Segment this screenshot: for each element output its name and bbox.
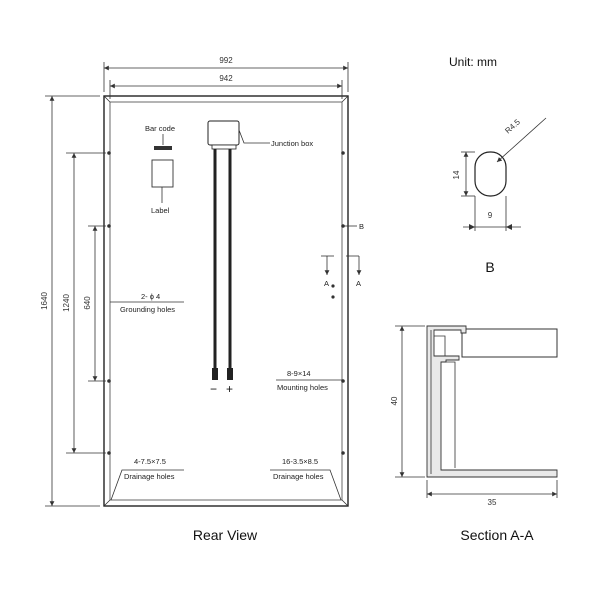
rear-view: 992 942 1640 1240 640 Bar code [40, 56, 364, 543]
section-cut-markers [321, 255, 362, 275]
cable-minus: − [210, 382, 217, 396]
dim-height-total-line [45, 95, 100, 507]
mounting-spec: 8-9×14 [287, 369, 311, 378]
glass-laminate [461, 328, 558, 358]
drainage-right-label: Drainage holes [273, 472, 324, 481]
section-aa-caption: Section A-A [460, 527, 534, 543]
dim-outer-width: 992 [219, 56, 233, 65]
unit-note: Unit: mm [449, 55, 497, 69]
dim-inner-width: 942 [219, 74, 233, 83]
label-label: Label [151, 206, 170, 215]
drainage-left-spec: 4-7.5×7.5 [134, 457, 166, 466]
detail-b: R4.5 14 9 B [452, 117, 547, 275]
bar-code [154, 146, 172, 150]
grounding-spec: 2- ϕ 4 [141, 292, 160, 301]
dim-height-total: 1640 [40, 292, 49, 310]
dim-height-640: 640 [83, 296, 92, 310]
frame-profile [426, 325, 558, 478]
section-aa-width: 35 [488, 498, 497, 507]
label-box [151, 159, 174, 188]
grounding-label: Grounding holes [120, 305, 175, 314]
left-frame-holes [107, 151, 111, 455]
frame-corners [103, 95, 349, 507]
section-marker-b: B [359, 222, 364, 231]
slot-hole [474, 151, 507, 197]
section-aa: 40 35 Section A-A [390, 325, 558, 543]
dim-height-640-line [88, 225, 106, 382]
dim-height-1240-line [66, 152, 106, 454]
panel-outer-frame [103, 95, 349, 507]
detail-b-height: 14 [452, 170, 461, 179]
cables [212, 149, 233, 380]
detail-b-radius: R4.5 [503, 117, 522, 135]
rear-view-caption: Rear View [193, 527, 258, 543]
drainage-right-spec: 16-3.5×8.5 [282, 457, 318, 466]
right-frame-holes [331, 151, 345, 455]
panel-inner-frame [109, 101, 343, 501]
detail-b-caption: B [485, 259, 494, 275]
section-marker-a2: A [356, 279, 361, 288]
dim-outer-width-line [103, 62, 349, 92]
bar-code-label: Bar code [145, 124, 175, 133]
drainage-left-label: Drainage holes [124, 472, 175, 481]
section-marker-a1: A [324, 279, 329, 288]
dim-height-1240: 1240 [62, 294, 71, 312]
detail-b-width: 9 [488, 211, 493, 220]
dim-inner-width-line [109, 80, 343, 99]
section-aa-height: 40 [390, 396, 399, 405]
junction-box-label: Junction box [271, 139, 313, 148]
cable-plus: + [226, 382, 233, 396]
junction-box [207, 120, 240, 146]
mounting-label: Mounting holes [277, 383, 328, 392]
